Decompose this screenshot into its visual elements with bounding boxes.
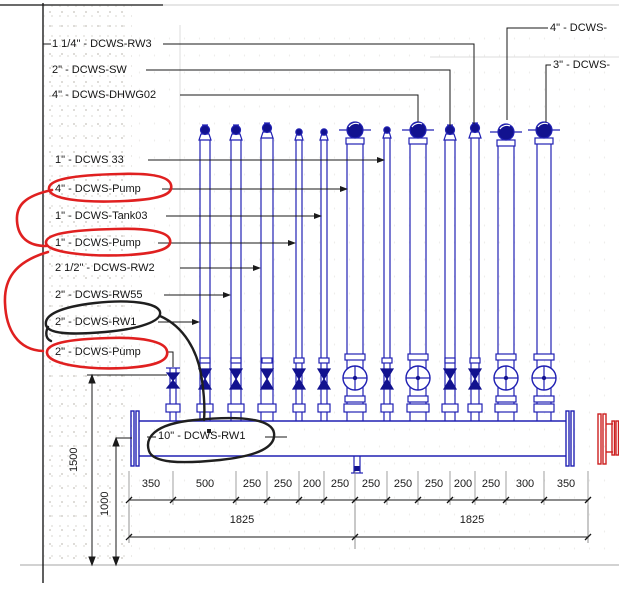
dimension-ticks: [125, 471, 592, 505]
reference-lines: [0, 3, 619, 583]
ball-valve-top-icon: [535, 121, 553, 139]
vent-cap-icon: [295, 128, 303, 136]
gate-valve-icon: [291, 368, 307, 390]
label-dcws-tank03[interactable]: 1" - DCWS-Tank03: [55, 210, 148, 222]
riser-pipe[interactable]: [490, 123, 522, 421]
label-dcws-rw1-main[interactable]: 10" - DCWS-RW1: [158, 430, 246, 442]
dim-segment: 200: [453, 478, 473, 490]
label-dcws-sw[interactable]: 2" - DCWS-SW: [52, 64, 127, 76]
dim-segment: 250: [361, 478, 381, 490]
dim-height-1000: 1000: [99, 491, 111, 516]
label-dcws-rw2[interactable]: 2 1/2" - DCWS-RW2: [55, 262, 155, 274]
label-dcws-pump-2in[interactable]: 2" - DCWS-Pump: [55, 346, 141, 358]
label-dcws-rw55[interactable]: 2" - DCWS-RW55: [55, 289, 143, 301]
gate-valve-icon: [228, 368, 244, 390]
dim-segment: 300: [515, 478, 535, 490]
red-pipe-fitting[interactable]: [597, 413, 619, 465]
dim-segment: 250: [242, 478, 262, 490]
riser-pipe[interactable]: [196, 124, 214, 421]
dim-segment: 250: [393, 478, 413, 490]
dim-segment: 250: [481, 478, 501, 490]
riser-pipe[interactable]: [379, 126, 395, 421]
label-dcws-33[interactable]: 1" - DCWS 33: [55, 154, 124, 166]
riser-pipe[interactable]: [467, 122, 483, 421]
riser-pipe[interactable]: [227, 124, 245, 421]
ball-cap-icon: [199, 124, 211, 136]
gate-valve-icon: [379, 368, 395, 390]
label-dcws-4in-truncated[interactable]: 4" - DCWS-: [550, 22, 608, 34]
riser-pipe[interactable]: [339, 121, 371, 421]
label-dcws-pump-1in[interactable]: 1" - DCWS-Pump: [55, 237, 141, 249]
dim-segment: 350: [556, 478, 576, 490]
ball-cap-icon: [230, 124, 242, 136]
dimension-lines: [87, 373, 592, 567]
riser-pipe[interactable]: [316, 128, 332, 421]
dim-total: 1825: [459, 514, 485, 526]
ball-cap-icon: [444, 124, 456, 136]
dim-segment: 250: [330, 478, 350, 490]
vent-cap-icon: [320, 128, 328, 136]
ball-valve-top-icon: [409, 121, 427, 139]
dim-segment: 350: [141, 478, 161, 490]
dim-segment: 500: [195, 478, 215, 490]
pump-stub-pipe[interactable]: [165, 367, 181, 421]
gate-valve-icon: [316, 368, 332, 390]
red-marker-annotation: [3, 172, 173, 370]
dim-segment: 250: [273, 478, 293, 490]
black-marker-annotation: [44, 300, 276, 464]
ball-cap-icon: [261, 122, 273, 134]
label-dcws-pump-4in[interactable]: 4" - DCWS-Pump: [55, 183, 141, 195]
dim-total: 1825: [229, 514, 255, 526]
riser-pipe[interactable]: [257, 122, 277, 421]
label-dcws-3in-truncated[interactable]: 3" - DCWS-: [553, 59, 611, 71]
riser-pipes[interactable]: [196, 121, 560, 421]
label-dcws-dhwg02[interactable]: 4" - DCWS-DHWG02: [52, 89, 157, 101]
ball-valve-top-icon: [346, 121, 364, 139]
label-dcws-rw3[interactable]: 1 1/4" - DCWS-RW3: [52, 38, 152, 50]
gate-valve-icon: [467, 368, 483, 390]
vent-cap-icon: [383, 126, 391, 134]
label-dcws-rw1[interactable]: 2" - DCWS-RW1: [55, 316, 137, 328]
gate-valve-icon: [442, 368, 458, 390]
leader-lines: [43, 27, 551, 438]
ball-valve-top-icon: [497, 123, 515, 141]
ball-cap-icon: [469, 122, 481, 134]
drain-stub[interactable]: [351, 456, 363, 474]
leader-arrows: [192, 157, 385, 325]
riser-pipe[interactable]: [402, 121, 434, 421]
dim-segment: 250: [424, 478, 444, 490]
gate-valve-icon: [259, 368, 275, 390]
riser-pipe[interactable]: [291, 128, 307, 421]
dim-height-1500: 1500: [68, 447, 80, 472]
dim-segment: 200: [302, 478, 322, 490]
riser-pipe[interactable]: [528, 121, 560, 421]
riser-pipe[interactable]: [441, 124, 459, 421]
